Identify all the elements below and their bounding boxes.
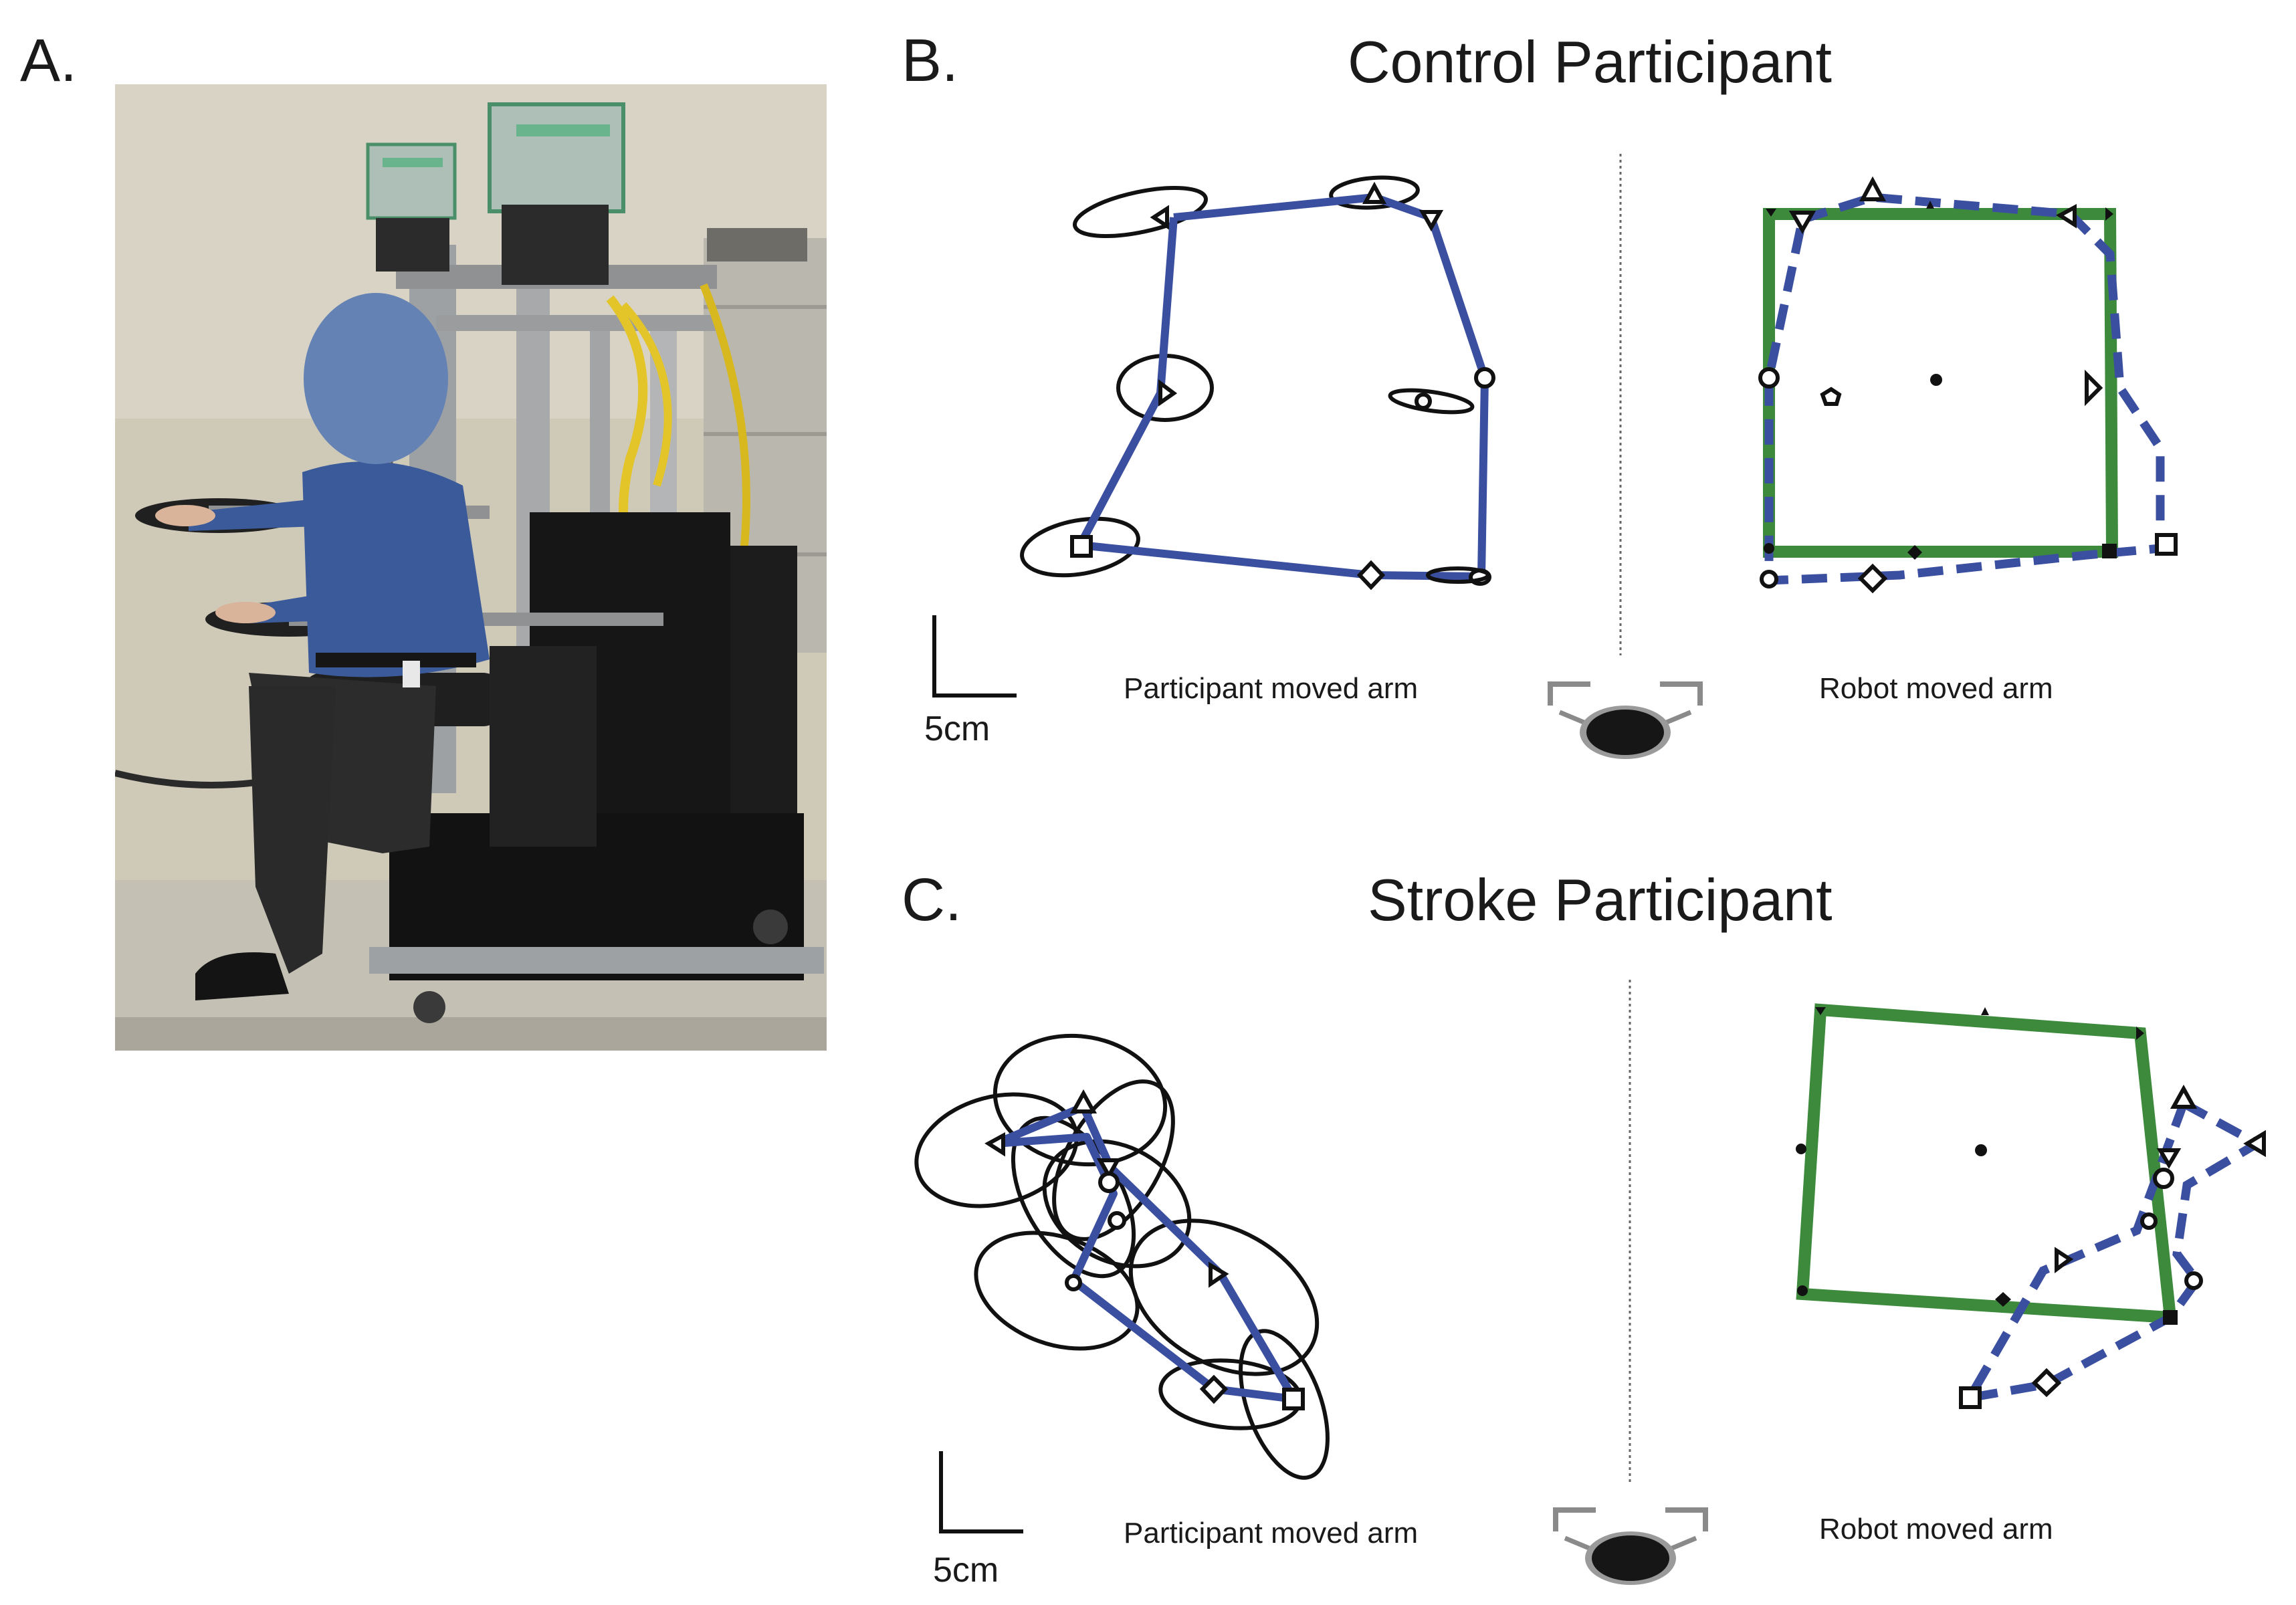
panel-c-scale-label: 5cm: [933, 1551, 999, 1590]
panel-b-scale-label: 5cm: [924, 710, 990, 748]
panel-b-right-caption: Robot moved arm: [1819, 672, 2053, 705]
panel-c-left-caption: Participant moved arm: [1124, 1517, 1419, 1549]
panel-b-divider: [1619, 154, 1622, 655]
eye-icon: [1553, 1507, 1708, 1585]
panel-b-title: Control Participant: [1348, 29, 1832, 95]
panel-b-left-caption: Participant moved arm: [1124, 672, 1419, 705]
stroke-participant-plot: [914, 1033, 1330, 1480]
panel-c-letter: C.: [902, 867, 962, 934]
stroke-robot-plot: [1796, 1003, 2267, 1409]
scale-bar-icon: [932, 615, 1017, 698]
panel-c-divider: [1629, 980, 1631, 1485]
panel-c-title: Stroke Participant: [1368, 867, 1833, 933]
scale-bar-icon: [939, 1451, 1023, 1533]
panel-c-right-caption: Robot moved arm: [1819, 1513, 2053, 1545]
control-robot-plot: [1758, 176, 2178, 594]
eye-icon: [1548, 681, 1703, 759]
control-participant-plot: [1020, 175, 1495, 591]
panel-b-letter: B.: [902, 27, 959, 94]
robot-exoskeleton-photo: [115, 84, 827, 1051]
panel-a-letter: A.: [20, 27, 78, 94]
